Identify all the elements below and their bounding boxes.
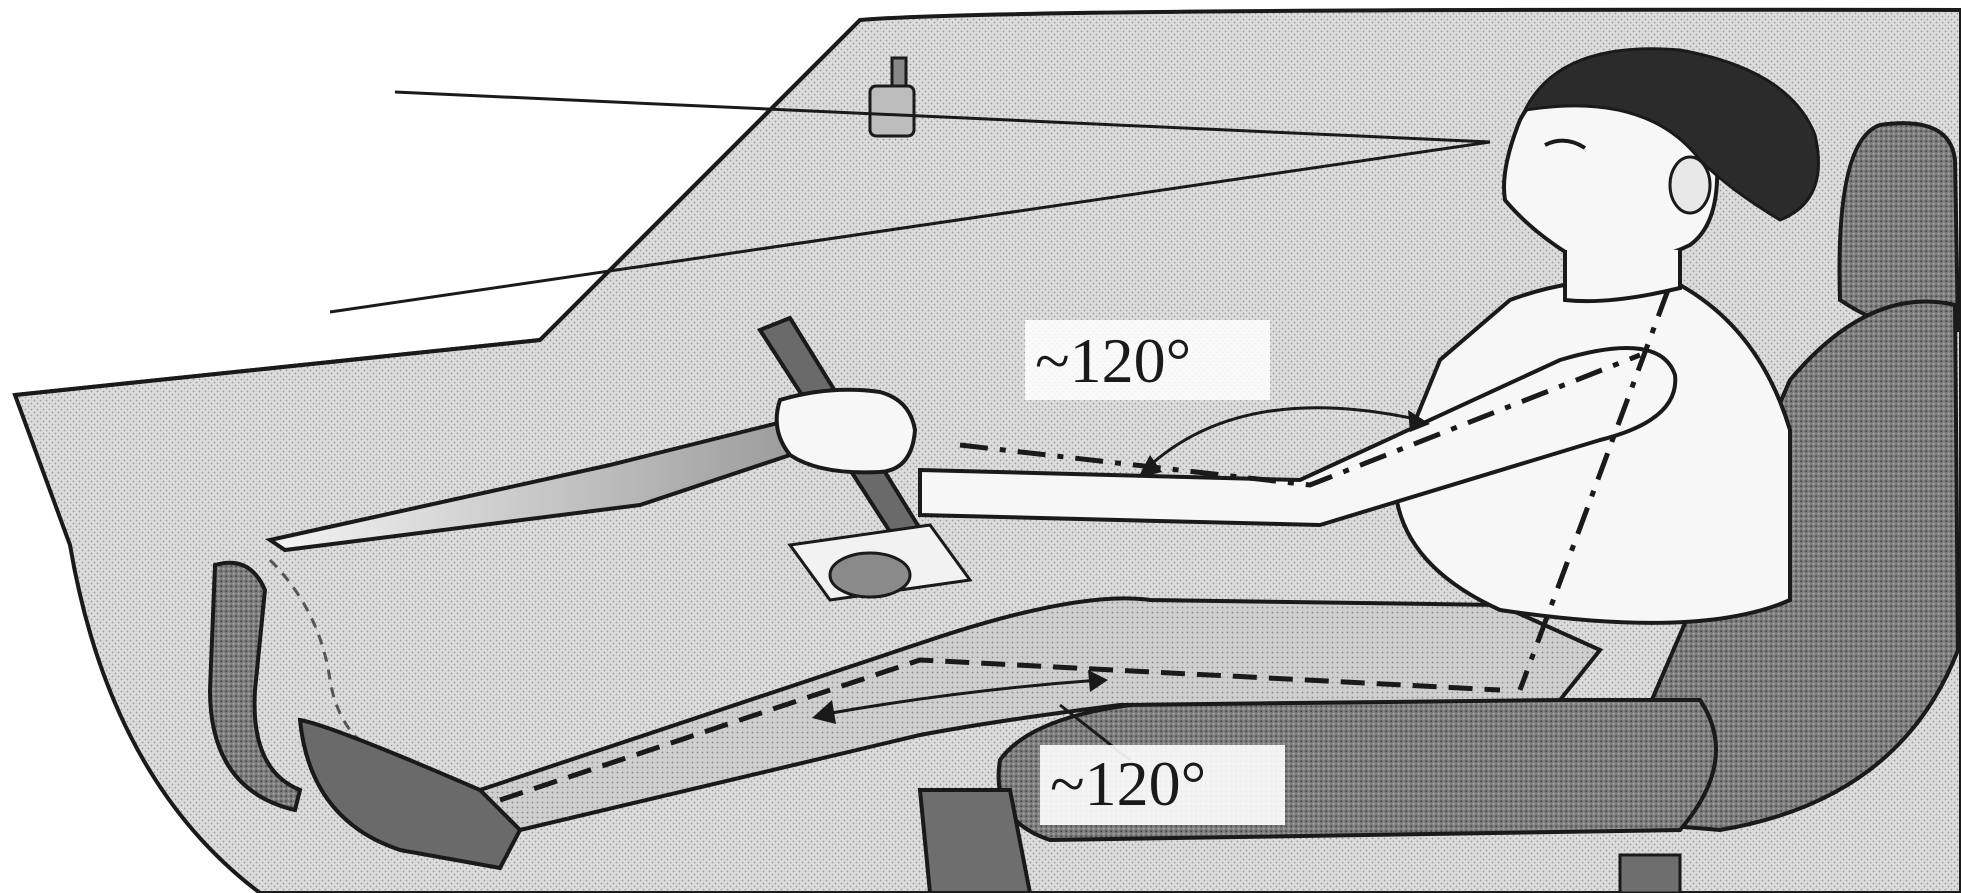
knee-angle-label: ~120°: [1050, 748, 1206, 819]
guide-arm-line: [959, 352, 1641, 488]
driver-neck: [1563, 250, 1682, 304]
driver-hair: [1522, 47, 1820, 222]
pedals: [207, 558, 391, 813]
driver-seat: [917, 121, 1961, 893]
driver-eye: [1544, 138, 1587, 150]
seat-base: [917, 788, 1033, 893]
elbow-angle-indicator: [1138, 406, 1430, 478]
driver-legs: [297, 596, 1604, 871]
dashboard-line: [14, 338, 541, 397]
sightline-mirror: [394, 90, 1491, 144]
leg-guides: [499, 657, 1501, 803]
guide-leg-line: [499, 657, 1501, 803]
rearview-mirror: [868, 56, 916, 138]
knee-label-bg: [1040, 745, 1285, 825]
windshield-edge: [538, 18, 862, 342]
elbow-label-bg: [1025, 320, 1270, 400]
posture-guides: [959, 289, 1671, 691]
driver-shoe: [297, 717, 523, 871]
seat-rail: [1618, 853, 1682, 893]
elbow-angle-label: ~120°: [1035, 325, 1191, 396]
knee-angle-indicator: [812, 670, 1108, 724]
sightline-road: [329, 140, 1491, 314]
driver-head: [1502, 47, 1820, 304]
driver-ear: [1668, 155, 1712, 215]
driver-hand: [774, 387, 918, 475]
guide-back-line: [1517, 289, 1671, 691]
